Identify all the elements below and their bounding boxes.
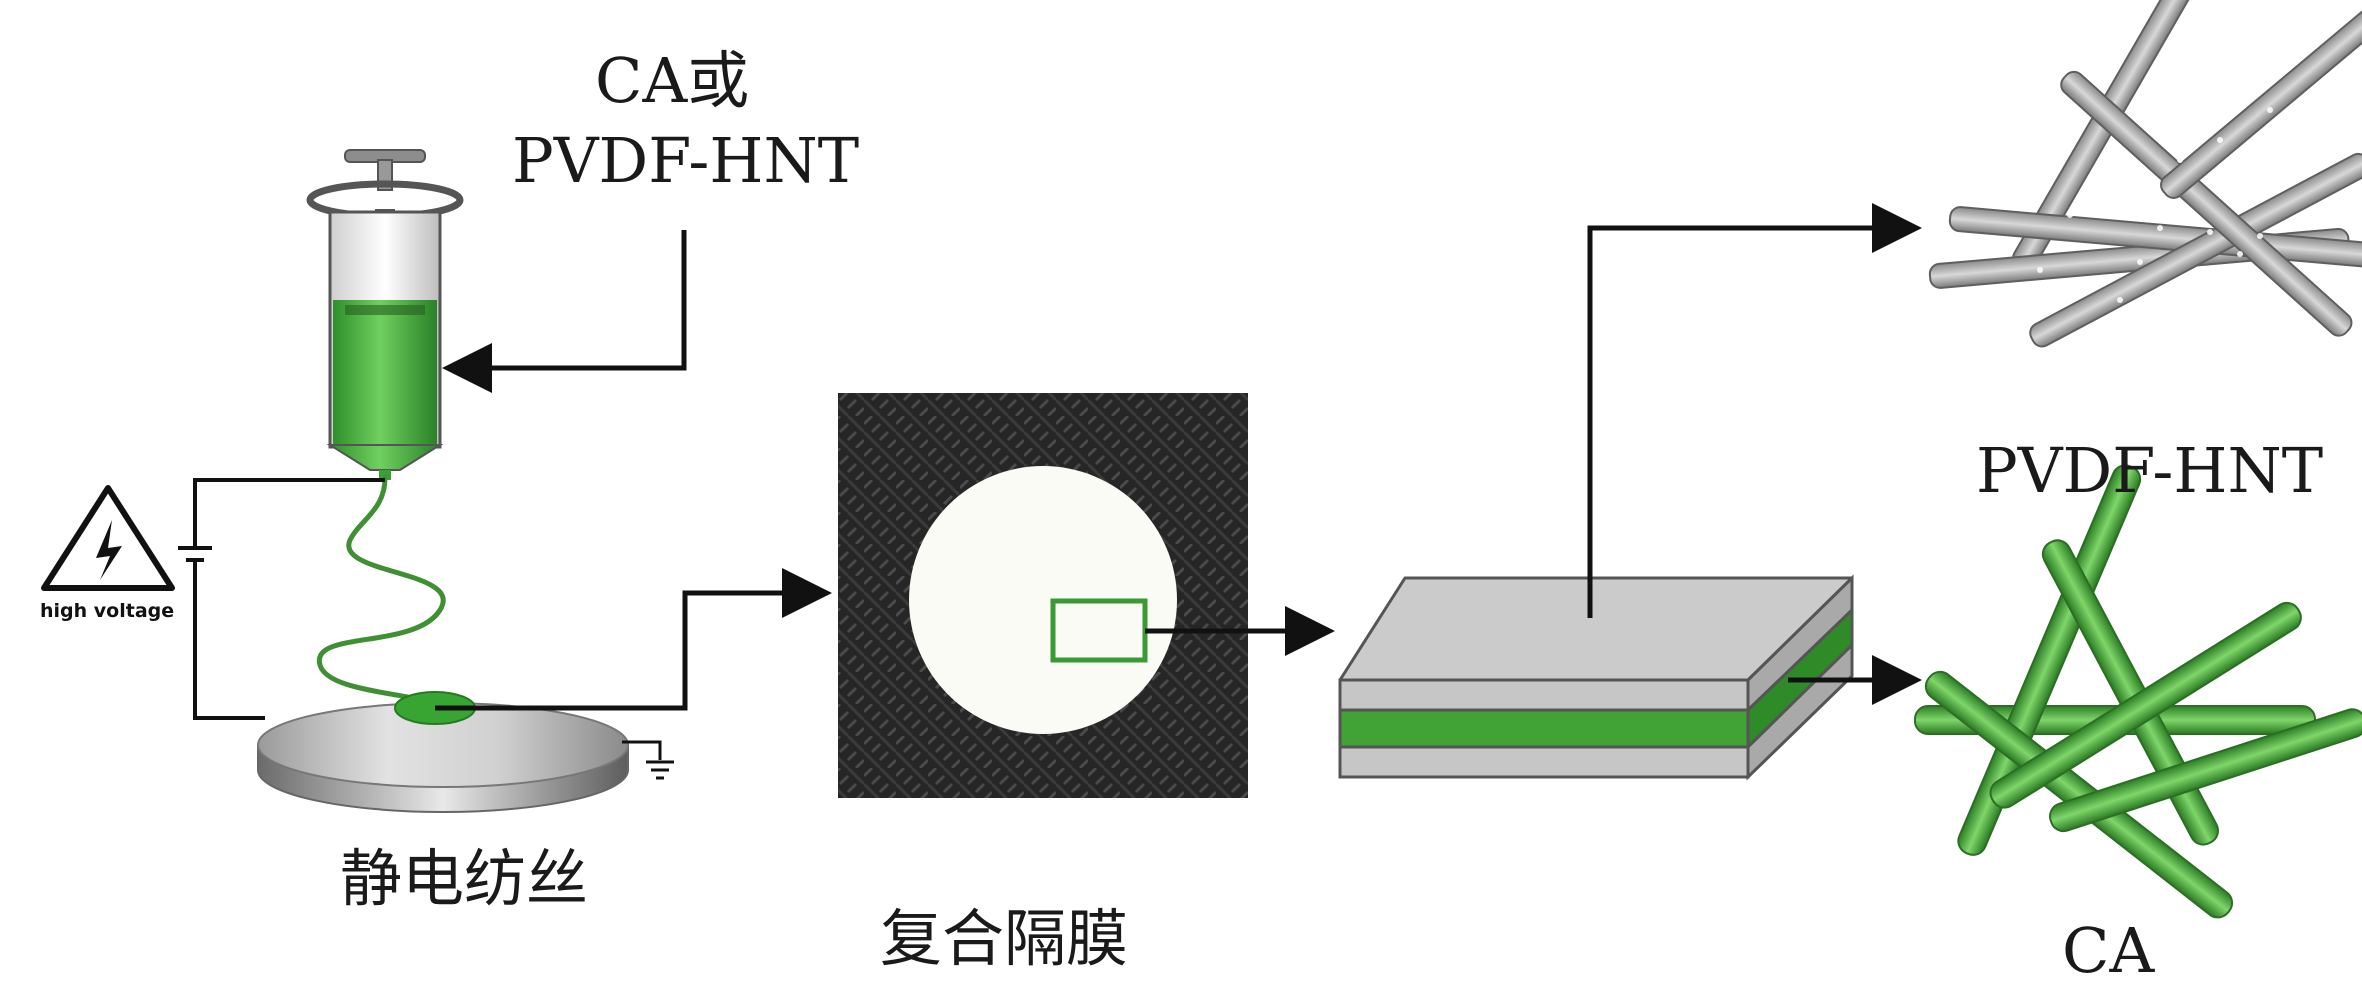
circuit-wire-top xyxy=(193,478,385,548)
arrow-input-to-syringe xyxy=(442,230,687,393)
ca-fiber-mesh xyxy=(1914,464,2362,919)
collector-disc xyxy=(257,691,629,813)
composite-separator-label: 复合隔膜 xyxy=(880,902,1129,975)
layer-top-gray xyxy=(1338,678,1750,712)
composite-separator-image xyxy=(838,393,1248,798)
arrow-layer-to-pvdf-hnt xyxy=(1587,203,1922,618)
layer-bottom-gray xyxy=(1338,745,1750,779)
battery-icon xyxy=(178,546,212,562)
arrow-disc-to-separator xyxy=(435,568,832,711)
ground-icon xyxy=(622,740,674,780)
input-material-label-line-2: PVDF-HNT xyxy=(512,124,860,197)
electrospinning-label: 静电纺丝 xyxy=(340,842,589,915)
layer-middle-green xyxy=(1338,708,1750,749)
layered-separator-block xyxy=(1338,574,1854,781)
pvdf-hnt-fiber-mesh xyxy=(1928,0,2362,430)
high-voltage-warning-icon xyxy=(41,485,175,591)
ca-layer-label: CA xyxy=(2062,914,2155,987)
syringe-icon xyxy=(306,149,464,480)
input-material-label-line-1: CA或 xyxy=(595,44,750,117)
high-voltage-label: high voltage xyxy=(40,600,175,622)
circuit-wire-bottom xyxy=(193,560,265,720)
pvdf-hnt-layer-label: PVDF-HNT xyxy=(1976,434,2324,507)
